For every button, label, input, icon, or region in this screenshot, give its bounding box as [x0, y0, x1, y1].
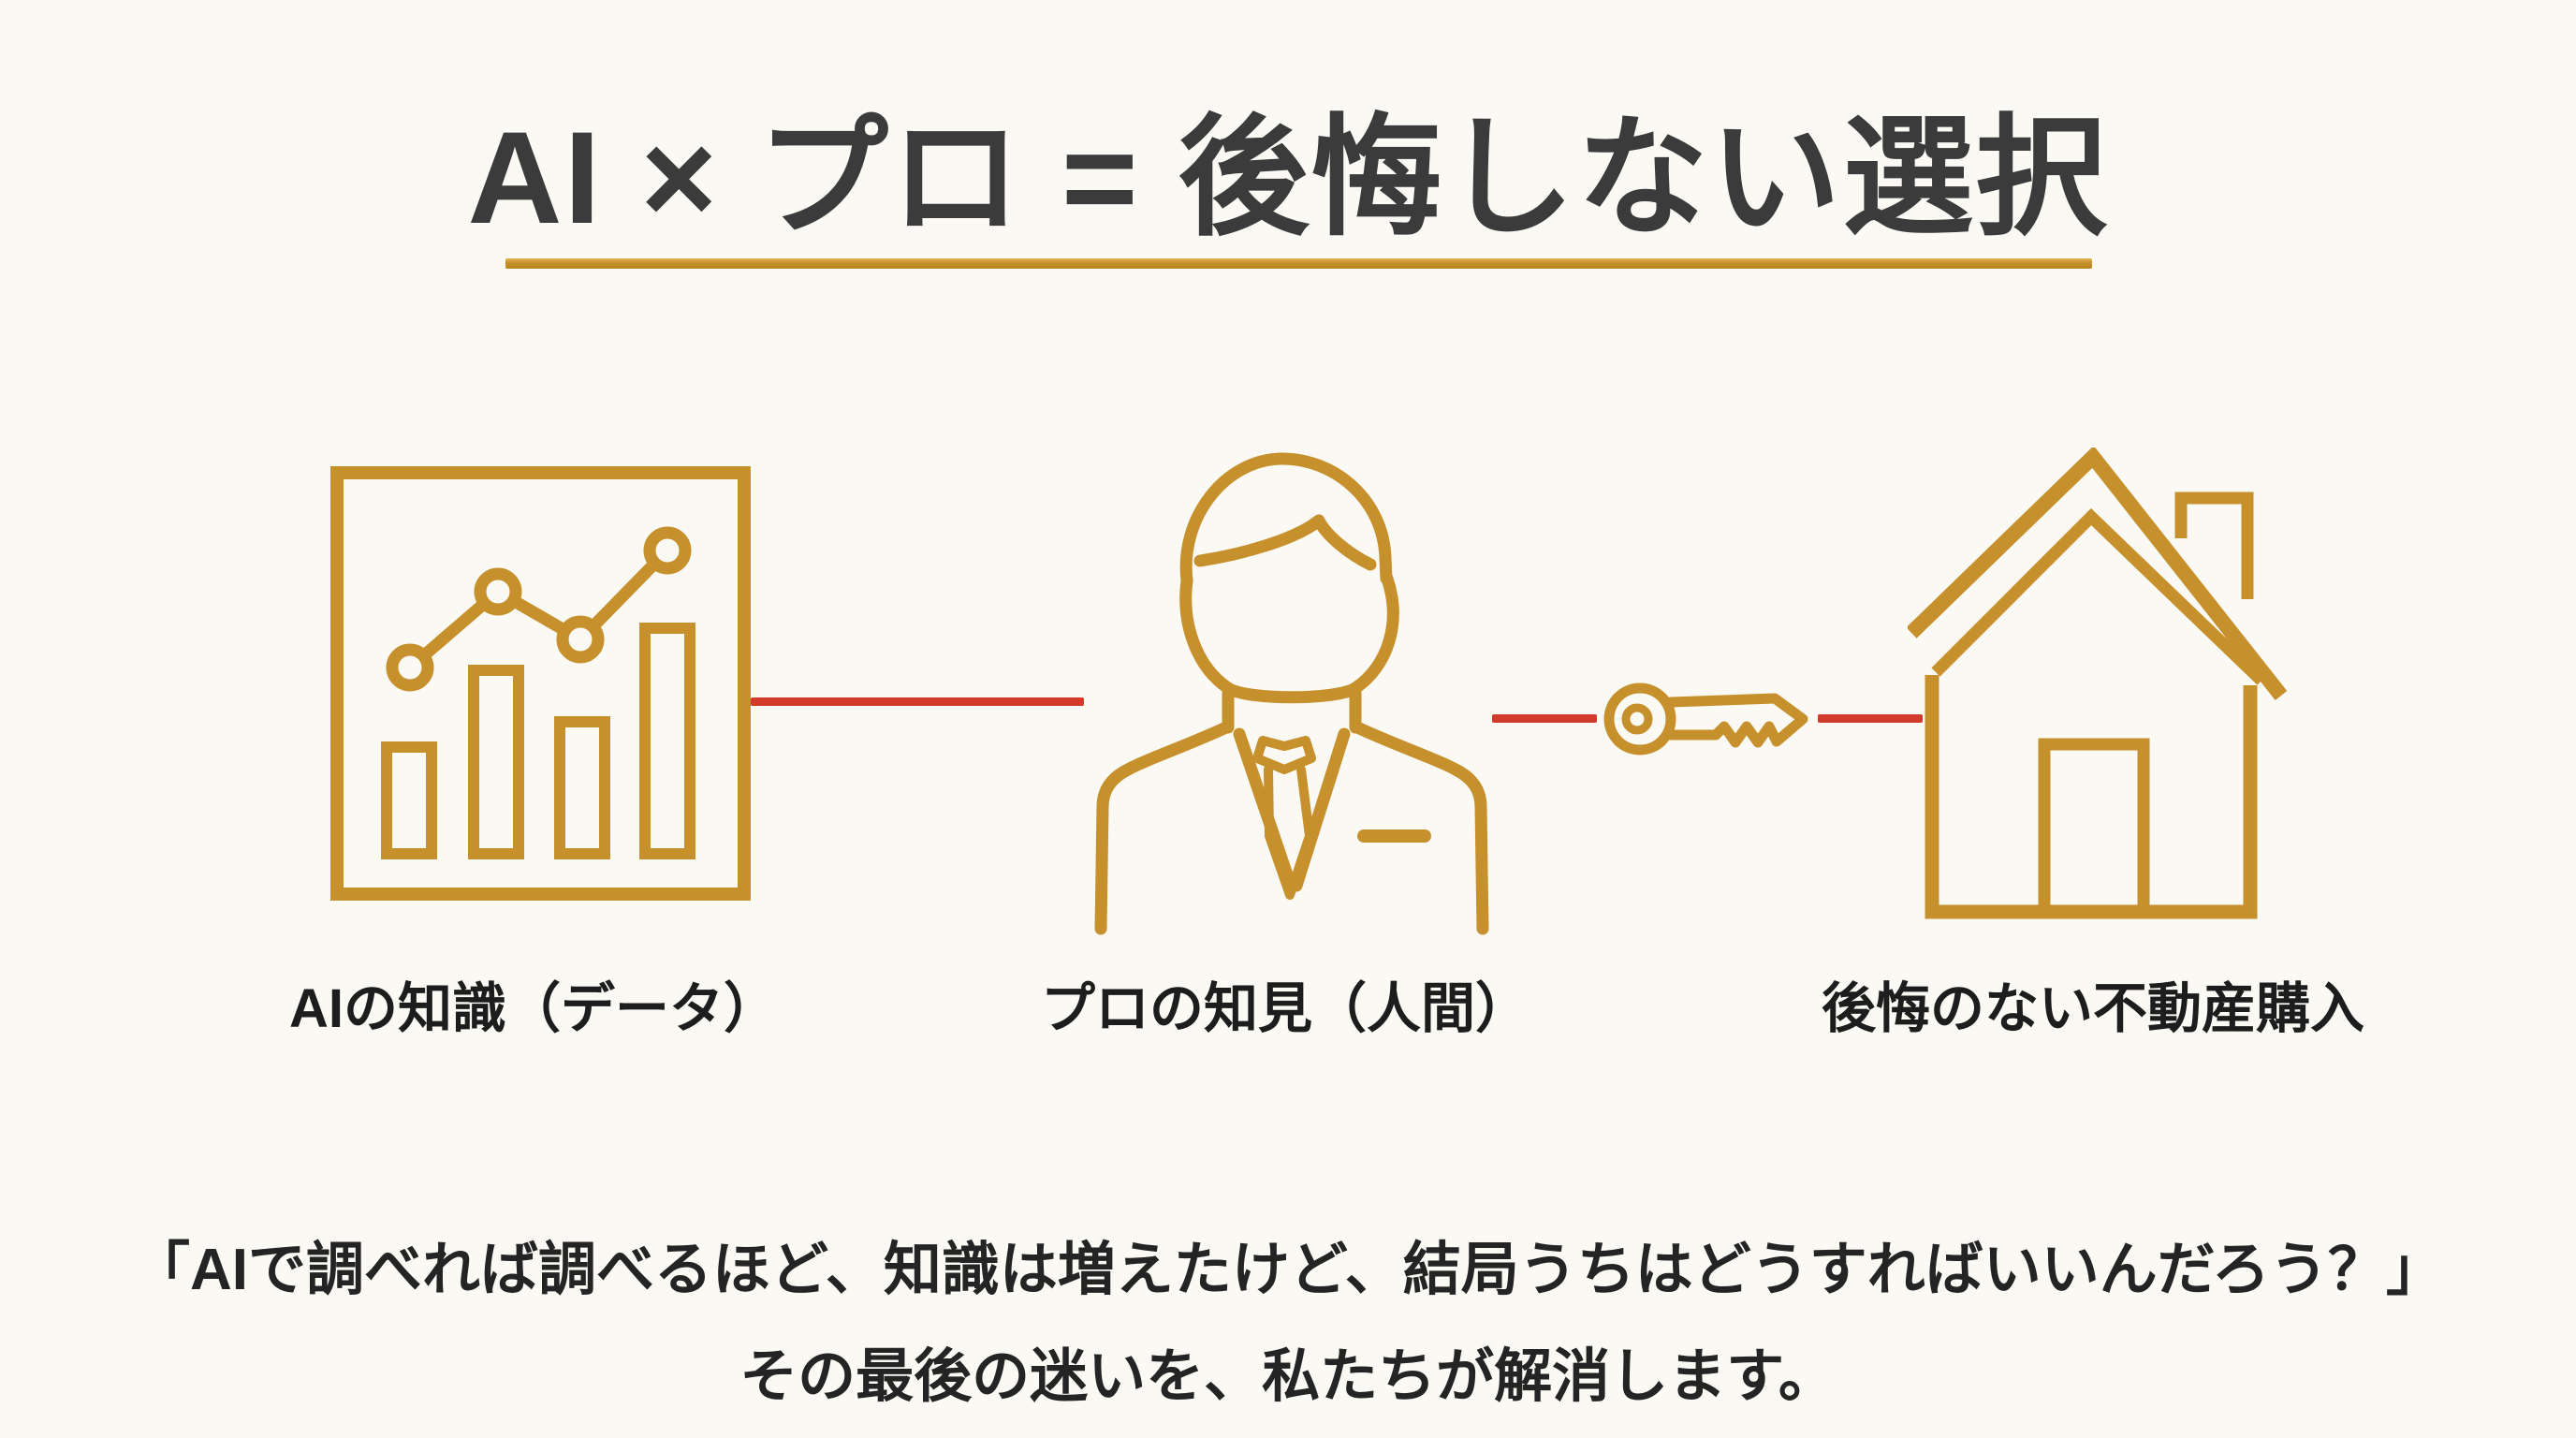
label-no-regret-purchase: 後悔のない不動産購入 [1821, 978, 2364, 1039]
page-title: AI × プロ = 後悔しない選択 [467, 104, 2109, 251]
footer-message: 「AIで調べれば調べるほど、知識は増えたけど、結局うちはどうすればいいんだろう？… [0, 1217, 2576, 1431]
professional-person-icon [1086, 449, 1498, 946]
house-icon [1908, 448, 2331, 938]
connector-line-key-to-house [1818, 714, 1923, 723]
key-icon [1603, 668, 1812, 773]
connector-line-chart-to-person [751, 697, 1084, 706]
footer-line-1: 「AIで調べれば調べるほど、知識は増えたけど、結局うちはどうすればいいんだろう？… [131, 1238, 2445, 1302]
bar-chart-icon [328, 459, 754, 908]
footer-line-2: その最後の迷いを、私たちが解消します。 [739, 1344, 1837, 1409]
title-underline [505, 258, 2092, 269]
connector-line-person-to-key [1492, 714, 1597, 723]
label-pro-insight: プロの知見（人間） [1040, 978, 1530, 1039]
label-ai-knowledge: AIの知識（データ） [288, 978, 778, 1039]
